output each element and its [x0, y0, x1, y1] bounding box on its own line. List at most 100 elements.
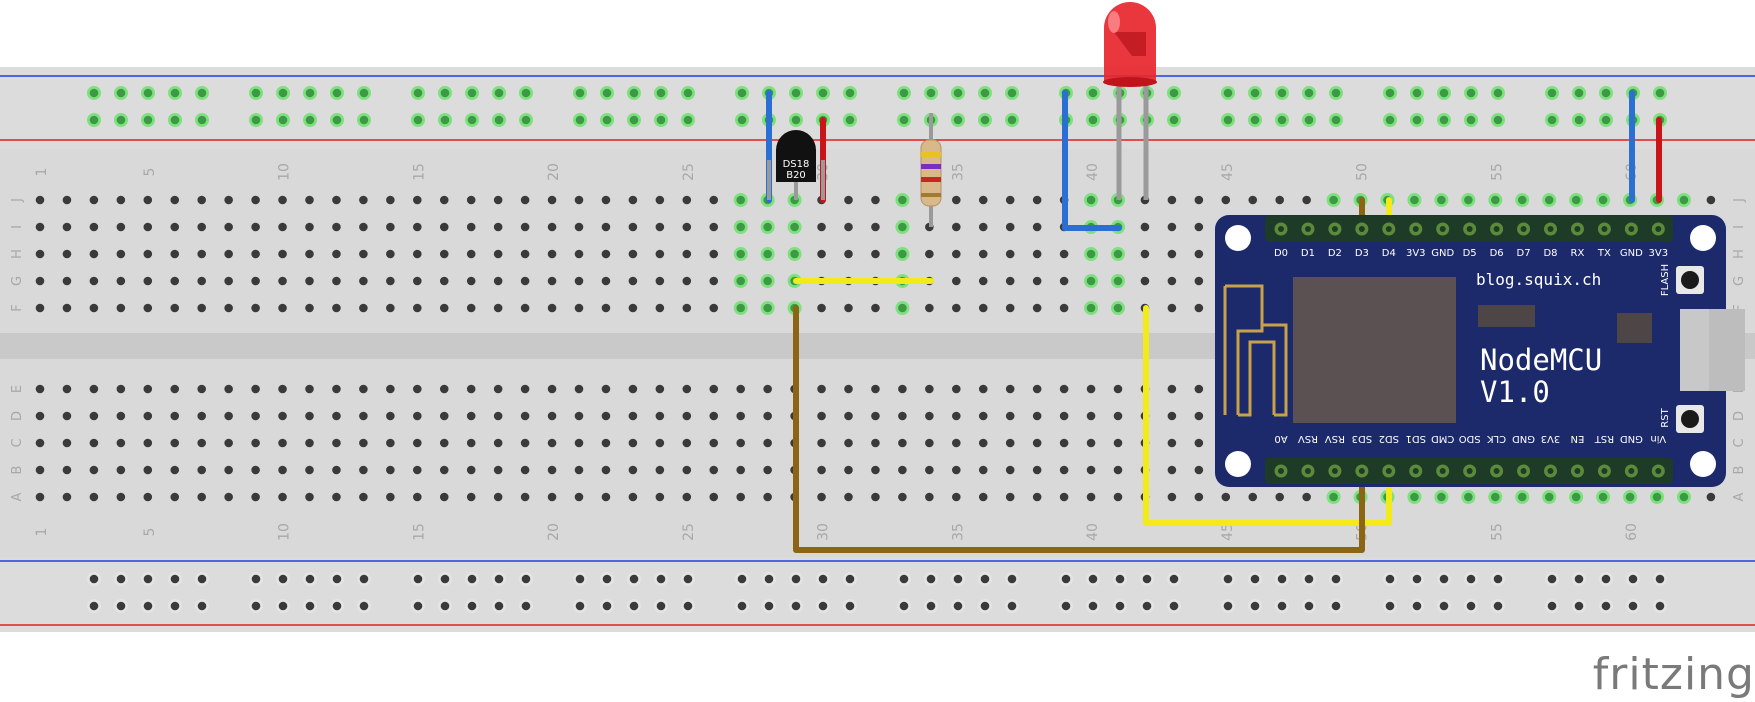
hole [493, 384, 503, 394]
rail-hole [845, 115, 855, 125]
flash-button-cap[interactable] [1681, 271, 1699, 289]
rail-hole [1169, 574, 1179, 584]
hole [305, 492, 314, 502]
hole [224, 195, 233, 205]
rail-hole [251, 88, 261, 98]
hole [709, 249, 719, 259]
rail-hole [305, 574, 315, 584]
column-number-bottom: 25 [681, 523, 697, 541]
rail-hole [737, 601, 747, 611]
rail-hole [197, 601, 207, 611]
hole [386, 465, 395, 475]
mcu-pin-label-bottom: A0 [1274, 433, 1287, 444]
hole [143, 438, 153, 448]
rail-hole [980, 88, 990, 98]
rail-hole [602, 601, 612, 611]
mcu-pin-top-hole [1601, 226, 1608, 232]
hole [1032, 384, 1042, 394]
hole [170, 222, 180, 232]
rail-hole [1601, 115, 1611, 125]
hole [493, 249, 503, 259]
rail-hole [521, 574, 531, 584]
hole [952, 465, 961, 475]
mcu-pin-label-bottom: EN [1571, 433, 1585, 444]
mcu-pin-bottom-hole [1358, 468, 1365, 474]
hole [1248, 492, 1258, 502]
hole [763, 276, 772, 286]
rail-hole [1223, 601, 1233, 611]
hole [628, 222, 638, 232]
hole [1059, 438, 1069, 448]
hole [170, 384, 180, 394]
hole [143, 249, 153, 259]
hole [116, 249, 126, 259]
hole [278, 492, 287, 502]
rail-hole [629, 115, 639, 125]
hole [925, 438, 934, 448]
rail-hole [575, 88, 585, 98]
mcu-pin-bottom-hole [1466, 468, 1473, 474]
row-letter: I [1732, 225, 1747, 229]
hole [1032, 492, 1042, 502]
rail-hole [1088, 601, 1098, 611]
hole [871, 384, 880, 394]
rail-hole [1331, 88, 1341, 98]
rail-hole [332, 601, 342, 611]
rail-hole [1439, 574, 1449, 584]
rst-button-cap[interactable] [1681, 410, 1699, 428]
hole [817, 411, 826, 421]
mcu-pin-top-hole [1304, 226, 1311, 232]
hole [978, 411, 988, 421]
hole [736, 438, 745, 448]
hole [1329, 492, 1338, 502]
hole [143, 465, 153, 475]
rail-hole [1007, 601, 1017, 611]
mcu-pin-label-bottom: 3V3 [1541, 433, 1561, 444]
hole [709, 303, 719, 313]
mcu-pin-label-top: 3V3 [1649, 248, 1669, 259]
rail-hole [656, 601, 666, 611]
column-number-top: 55 [1489, 163, 1505, 181]
hole [1194, 465, 1204, 475]
hole [1571, 492, 1581, 502]
rail-hole [521, 115, 531, 125]
hole [197, 249, 206, 259]
hole [305, 384, 314, 394]
column-number-top: 5 [142, 168, 158, 177]
rail-hole [1493, 601, 1503, 611]
rail-hole [116, 115, 126, 125]
hole [628, 195, 638, 205]
hole [1086, 492, 1096, 502]
hole [1491, 492, 1500, 502]
mcu-pin-label-bottom: GND [1512, 433, 1535, 444]
rail-hole [1601, 88, 1611, 98]
rail-hole [143, 88, 153, 98]
hole [35, 276, 45, 286]
hole [520, 411, 530, 421]
hole [547, 411, 557, 421]
hole [62, 384, 72, 394]
hole [817, 492, 826, 502]
rail-hole [1007, 88, 1017, 98]
hole [1329, 195, 1338, 205]
hole [116, 276, 126, 286]
hole [89, 222, 99, 232]
hole [871, 222, 880, 232]
rail-hole [1493, 574, 1503, 584]
hole [1275, 492, 1284, 502]
hole [601, 465, 611, 475]
hole [871, 465, 880, 475]
hole [170, 438, 180, 448]
rail-hole [656, 88, 666, 98]
column-number-top: 15 [411, 163, 427, 181]
hole [359, 411, 368, 421]
row-letter: B [1732, 466, 1747, 475]
hole [601, 249, 611, 259]
hole [1625, 492, 1635, 502]
column-number-top: 50 [1355, 163, 1371, 181]
hole [574, 384, 584, 394]
rail-hole [602, 88, 612, 98]
rail-hole [1061, 601, 1071, 611]
hole [952, 249, 961, 259]
column-number-bottom: 20 [546, 523, 562, 541]
